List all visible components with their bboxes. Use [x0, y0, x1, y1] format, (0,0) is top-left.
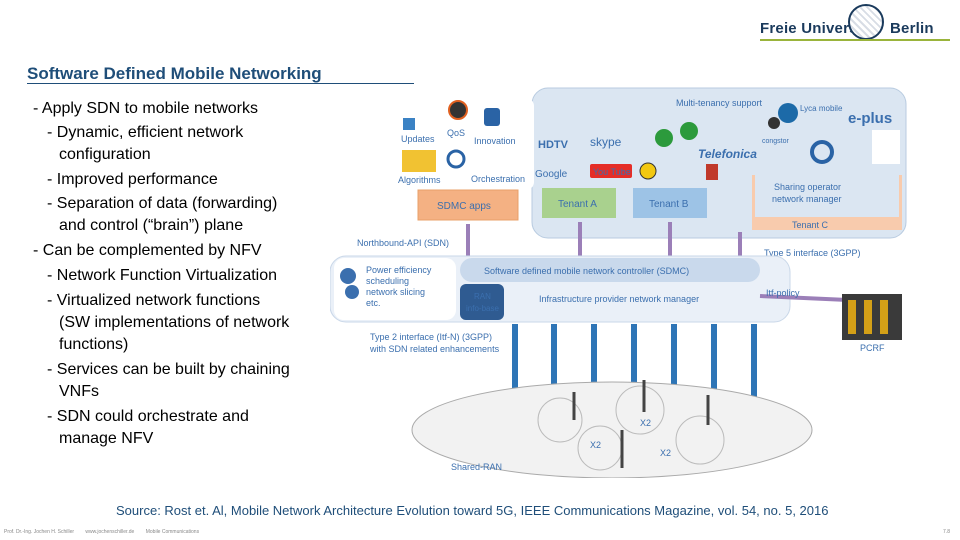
bullet-4-cont: and control (“brain”) plane: [59, 217, 244, 234]
algorithms-label: Algorithms: [398, 175, 441, 185]
telefonica-logo: Telefonica: [698, 147, 757, 161]
slide-title: Software Defined Mobile Networking: [27, 64, 322, 83]
sdmc-apps-label: SDMC apps: [437, 201, 491, 212]
bullet-2: - Dynamic, efficient network: [47, 124, 244, 141]
page-number: 7.8: [943, 529, 950, 535]
network-globe-icon: [655, 129, 673, 147]
sdmc-bar: [460, 258, 760, 282]
innovation-bulb-icon: [484, 108, 500, 126]
sdmc-label: Software defined mobile network controll…: [484, 266, 689, 276]
cell-coverage: [537, 397, 583, 443]
ran-label-1: RAN: [474, 292, 491, 301]
sharing-operator-box: [755, 175, 899, 217]
bullet-7-cont-1: (SW implementations of network: [59, 314, 290, 331]
university-logo: Freie Universität Berlin: [758, 4, 954, 48]
tenant-a-box: [542, 188, 616, 218]
ran-label-2: info-base: [466, 304, 499, 313]
algorithms-flowchart-icon: [402, 150, 436, 172]
x2-label-a: X2: [640, 418, 651, 428]
title-underline: [27, 83, 414, 84]
cell-coverage: [615, 385, 665, 435]
tenant-a-label: Tenant A: [558, 199, 597, 210]
skype-logo: skype: [590, 135, 622, 149]
server-rack-icon: [880, 300, 888, 334]
footer-site: www.jochenschiller.de: [85, 529, 135, 535]
bullet-8-cont: VNFs: [59, 383, 99, 400]
youtube-label: You Tube: [593, 167, 631, 177]
pcrf-label: PCRF: [860, 343, 885, 353]
lyca-logo-icon: [778, 103, 798, 123]
bullet-8: - Services can be built by chaining: [47, 361, 290, 378]
qos-gauge-icon: [448, 100, 468, 120]
tenant-c-label: Tenant C: [792, 220, 829, 230]
gear-icon: [345, 285, 359, 299]
innovation-label: Innovation: [474, 136, 516, 146]
app-icon: [639, 162, 657, 180]
type2-label-2: with SDN related enhancements: [369, 344, 500, 354]
footer-author: Prof. Dr.-Ing. Jochen H. Schiller: [4, 529, 75, 535]
congstor-label: congstor: [762, 138, 790, 145]
congstor-icon: [768, 117, 780, 129]
power-label-2: scheduling: [366, 276, 409, 286]
type5-label: Type 5 interface (3GPP): [764, 248, 861, 258]
power-label-4: etc.: [366, 298, 381, 308]
gear-icon: [340, 268, 356, 284]
university-seal-icon: [848, 4, 884, 40]
server-rack-icon: [848, 300, 856, 334]
blank-tile: [872, 130, 900, 164]
x2-label-c: X2: [660, 448, 671, 458]
logo-underline: [760, 39, 950, 41]
orchestration-label: Orchestration: [471, 174, 525, 184]
bullet-1: - Apply SDN to mobile networks: [33, 100, 258, 117]
updates-icon: [403, 118, 415, 130]
ran-database-icon: [460, 284, 504, 320]
bullet-9-cont: manage NFV: [59, 430, 154, 447]
cell-coverage: [675, 415, 725, 465]
bullet-3: - Improved performance: [47, 171, 218, 188]
sdmn-architecture-diagram: Multi-tenancy support Updates QoS Innova…: [330, 87, 907, 478]
bullet-2-cont: configuration: [59, 146, 151, 163]
multi-tenancy-label: Multi-tenancy support: [676, 98, 763, 108]
eplus-logo: e-plus: [848, 110, 892, 127]
app-icon: [706, 164, 718, 180]
sdmc-apps-box: [417, 189, 519, 221]
type2-label-1: Type 2 interface (Itf-N) (3GPP): [370, 332, 492, 342]
logo-text-right: Berlin: [890, 20, 934, 37]
bullet-4: - Separation of data (forwarding): [47, 195, 278, 212]
sharing-operator-label-1: Sharing operator: [774, 182, 841, 192]
bullet-9: - SDN could orchestrate and: [47, 408, 249, 425]
hdtv-logo: HDTV: [538, 139, 569, 151]
server-rack-icon: [864, 300, 872, 334]
tenant-b-box: [633, 188, 707, 218]
footer: Prof. Dr.-Ing. Jochen H. Schiller www.jo…: [4, 529, 956, 539]
bullet-6: - Network Function Virtualization: [47, 267, 278, 284]
bullet-7-cont-2: functions): [59, 336, 129, 353]
power-label-3: network slicing: [366, 287, 425, 297]
northbound-label: Northbound-API (SDN): [357, 238, 449, 248]
shared-ran-label: Shared-RAN: [451, 462, 502, 472]
network-globe-icon: [680, 122, 698, 140]
updates-label: Updates: [401, 134, 435, 144]
orchestration-cycle-icon: [810, 140, 834, 164]
sharing-operator-label-2: network manager: [772, 194, 842, 204]
orchestration-cycle-icon: [446, 149, 466, 169]
qos-label: QoS: [447, 128, 465, 138]
itf-policy-label: Itf-policy: [766, 288, 800, 298]
power-label-1: Power efficiency: [366, 265, 432, 275]
youtube-logo: [590, 164, 632, 178]
function-panel: [334, 258, 456, 320]
itf-policy-arrow: [759, 294, 849, 302]
tenant-b-label: Tenant B: [649, 199, 689, 210]
source-citation: Source: Rost et. Al, Mobile Network Arch…: [116, 503, 829, 518]
footer-course: Mobile Communications: [145, 529, 200, 535]
bullet-7: - Virtualized network functions: [47, 292, 261, 309]
x2-label-b: X2: [590, 440, 601, 450]
google-logo: Google: [535, 169, 568, 180]
infra-label: Infrastructure provider network manager: [539, 294, 699, 304]
bullet-5: - Can be complemented by NFV: [33, 242, 262, 259]
lyca-label: Lyca mobile: [800, 104, 843, 113]
